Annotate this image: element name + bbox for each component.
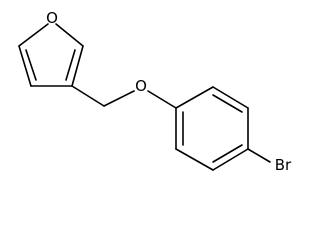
bond-o1-c2 xyxy=(18,23,49,47)
bond-ch2-o xyxy=(103,90,135,107)
bond-b4-b5-inner xyxy=(212,144,243,163)
bond-b2-b3 xyxy=(212,86,249,109)
bond-c4-c5-inner xyxy=(65,49,76,81)
bromine-label: Br xyxy=(275,156,292,174)
bond-c4-ch2 xyxy=(71,85,105,107)
methylene-ether-linker xyxy=(71,85,177,109)
bond-b5-b6 xyxy=(175,148,214,171)
structure-diagram: O O Br xyxy=(18,9,293,174)
bond-b1-b2 xyxy=(175,86,214,109)
bond-o-aryl xyxy=(147,90,177,109)
bond-b4-b5 xyxy=(212,148,249,171)
bond-c2-c3-inner xyxy=(25,49,37,81)
furan-ring xyxy=(18,23,84,87)
bond-c2-c3 xyxy=(18,45,32,87)
ether-oxygen-label: O xyxy=(135,77,147,95)
furan-oxygen-label: O xyxy=(46,9,58,27)
bond-b2-b3-inner xyxy=(212,94,243,113)
bond-c4-c5 xyxy=(71,45,84,87)
molecule-svg: O O Br xyxy=(18,9,292,174)
bond-c5-o1 xyxy=(55,23,84,47)
benzene-ring xyxy=(175,86,249,171)
bond-c-br xyxy=(247,148,271,163)
